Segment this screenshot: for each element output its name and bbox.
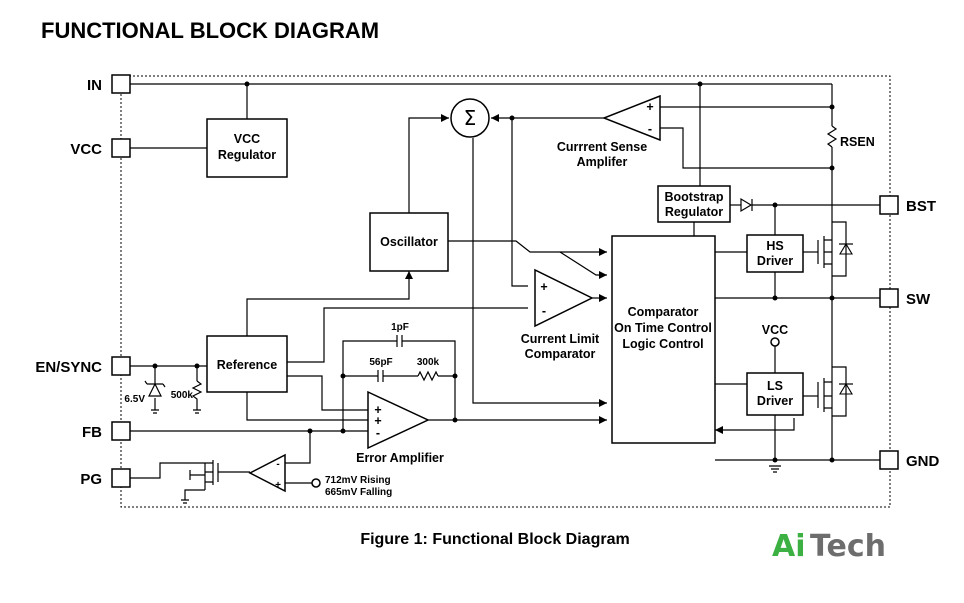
pin-gnd: GND	[879, 450, 940, 470]
pin-bst-label: BST	[906, 198, 936, 215]
pin-in-label: IN	[87, 77, 102, 94]
page-title: FUNCTIONAL BLOCK DIAGRAM	[41, 18, 379, 43]
pin-en-sync: EN/SYNC	[35, 356, 131, 376]
pin-pg: PG	[80, 468, 131, 488]
pin-sw: SW	[879, 288, 931, 308]
oscillator-label: Oscillator	[380, 235, 438, 249]
cl-label-line1: Current Limit	[521, 332, 600, 346]
comparator-line3: Logic Control	[622, 337, 703, 351]
vcc-node: VCC	[762, 323, 788, 347]
pg-plus: +	[275, 480, 281, 491]
pin-gnd-label: GND	[906, 453, 940, 470]
pin-en-sync-label: EN/SYNC	[35, 359, 102, 376]
ls-driver-line1: LS	[767, 379, 783, 393]
pg-minus: -	[276, 459, 279, 470]
ls-mosfet	[817, 366, 853, 417]
pin-fb: FB	[82, 421, 131, 441]
cs-minus: -	[648, 122, 652, 136]
figure-caption: Figure 1: Functional Block Diagram	[360, 531, 629, 548]
cl-minus: -	[542, 304, 546, 318]
hs-driver-block: HS Driver	[746, 234, 804, 273]
ea-minus: -	[376, 426, 380, 440]
bootstrap-diode	[740, 197, 753, 213]
comparator-line1: Comparator	[628, 305, 699, 319]
ls-driver-line2: Driver	[757, 394, 793, 408]
pulldown-label: 500k	[171, 390, 194, 401]
pin-in: IN	[87, 74, 131, 94]
ea-plus2: +	[374, 414, 381, 428]
cs-label-line1: Currrent Sense	[557, 140, 647, 154]
arrowheads	[405, 114, 723, 434]
reference-label: Reference	[217, 358, 277, 372]
aitech-logo: Ai Tech	[772, 529, 886, 564]
comparator-logic-block: Comparator On Time Control Logic Control	[611, 235, 716, 444]
error-amplifier: + + - Error Amplifier	[356, 390, 444, 465]
pin-fb-label: FB	[82, 424, 102, 441]
zener-label: 6.5V	[124, 394, 145, 405]
vcc-regulator-block: VCC Regulator	[206, 118, 288, 178]
junction-dots	[152, 81, 835, 463]
vcc-regulator-line1: VCC	[234, 132, 260, 146]
vcc-node-label: VCC	[762, 323, 788, 337]
logo-part2: Tech	[810, 529, 886, 564]
bootstrap-line1: Bootstrap	[664, 190, 723, 204]
zener-diode: 6.5V	[124, 380, 166, 405]
reference-block: Reference	[206, 335, 288, 393]
cap-56pf-label: 56pF	[369, 357, 392, 368]
pin-vcc: VCC	[70, 138, 131, 158]
pin-pg-label: PG	[80, 471, 102, 488]
vcc-regulator-line2: Regulator	[218, 148, 276, 162]
bootstrap-line2: Regulator	[665, 205, 723, 219]
wiring	[130, 83, 880, 504]
pg-threshold-falling: 665mV Falling	[325, 487, 392, 498]
sigma-symbol: Σ	[464, 106, 477, 130]
cs-label-line2: Amplifer	[577, 155, 628, 169]
pg-mosfet	[189, 460, 219, 485]
cl-plus: +	[540, 280, 547, 294]
ls-driver-block: LS Driver	[746, 372, 804, 416]
cl-label-line2: Comparator	[525, 347, 596, 361]
logo-part1: Ai	[772, 529, 806, 564]
current-sense-amplifier: + - Currrent Sense Amplifer	[557, 94, 661, 169]
pin-bst: BST	[879, 195, 936, 215]
hs-driver-line2: Driver	[757, 254, 793, 268]
comparator-line2: On Time Control	[614, 321, 712, 335]
bootstrap-regulator-block: Bootstrap Regulator	[657, 185, 731, 223]
pin-vcc-label: VCC	[70, 141, 102, 158]
hs-driver-line1: HS	[766, 239, 783, 253]
oscillator-block: Oscillator	[369, 212, 449, 272]
cap-1pf-label: 1pF	[391, 322, 409, 333]
res-300k-label: 300k	[417, 357, 440, 368]
current-limit-comparator: + - Current Limit Comparator	[521, 268, 600, 361]
cs-plus: +	[646, 100, 653, 114]
pg-threshold-rising: 712mV Rising	[325, 475, 391, 486]
summing-node: Σ	[450, 98, 490, 138]
pg-comparator: - + 712mV Rising 665mV Falling	[248, 453, 392, 498]
pin-sw-label: SW	[906, 291, 931, 308]
ea-label: Error Amplifier	[356, 451, 444, 465]
ea-plus1: +	[374, 403, 381, 417]
hs-mosfet	[817, 221, 853, 277]
rsen-label: RSEN	[840, 135, 875, 149]
